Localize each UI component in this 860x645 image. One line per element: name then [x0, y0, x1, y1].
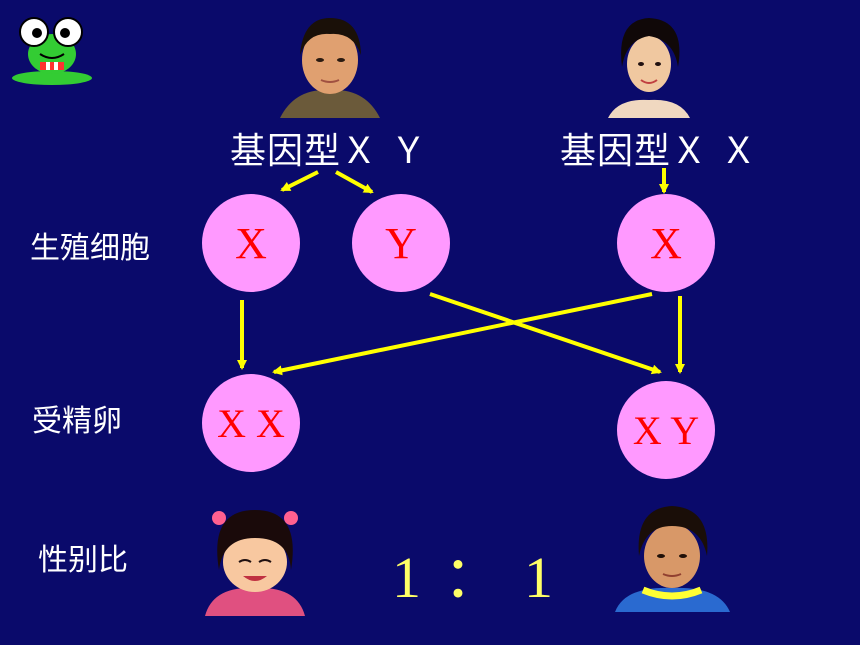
zygote-xy: X Y: [617, 381, 715, 479]
woman-portrait-icon: [608, 12, 690, 118]
man-portrait-icon: [275, 10, 385, 118]
zygote-xx: X X: [202, 374, 300, 472]
arrow-y-to-xy: [429, 292, 662, 375]
mother-genotype: 基因型Ｘ Ｘ: [560, 131, 758, 172]
gamete-father-x: X: [202, 194, 300, 292]
gamete-mother-x: X: [617, 194, 715, 292]
girl-portrait-icon: [205, 504, 305, 616]
arrow-father-to-x: [280, 170, 319, 192]
gametes-label: 生殖细胞: [30, 231, 150, 266]
arrow-father-to-y: [335, 170, 374, 194]
sex-ratio-value: 1 ： 1: [392, 545, 558, 610]
boy-portrait-icon: [615, 500, 730, 612]
sex-ratio-label: 性别比: [38, 543, 128, 578]
zygote-label: 受精卵: [32, 404, 122, 439]
gamete-father-y: Y: [352, 194, 450, 292]
father-genotype: 基因型Ｘ Ｙ: [230, 131, 428, 172]
frog-mascot-icon: [10, 10, 94, 86]
arrow-mother-x-to-xx: [272, 292, 653, 376]
